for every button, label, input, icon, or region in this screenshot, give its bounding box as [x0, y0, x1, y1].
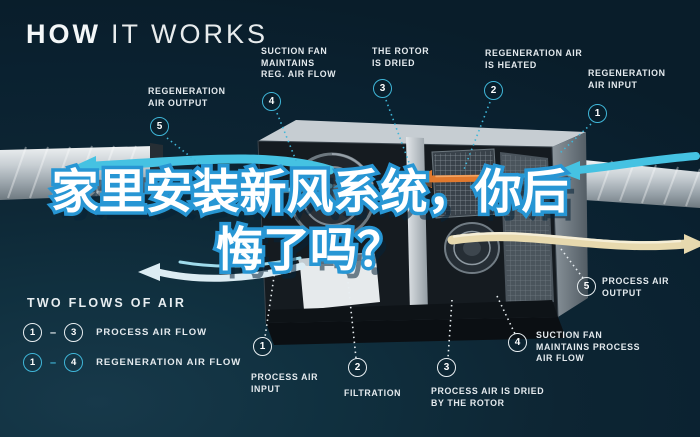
headline-overlay: 家里安装新风系统，你后 家里安装新风系统，你后 悔了吗？ 悔了吗？: [40, 164, 580, 279]
badge-2-top: 2: [484, 81, 503, 100]
legend-separator: –: [50, 326, 57, 339]
callout-regeneration-air-output: REGENERATION AIR OUTPUT: [148, 86, 226, 108]
badge-4-bottom: 4: [508, 333, 527, 352]
legend-separator: –: [50, 356, 57, 369]
headline-line-1-fill: 家里安装新风系统，你后: [51, 165, 569, 220]
title-word-bold: HOW: [26, 19, 101, 49]
callout-regeneration-air-input: REGENERATION AIR INPUT: [588, 68, 666, 90]
page-title: HOW IT WORKS: [26, 19, 268, 50]
legend-row-regeneration: 1 – 4 REGENERATION AIR FLOW: [23, 353, 241, 372]
legend-badge-3-white: 3: [64, 323, 84, 342]
badge-2-bottom: 2: [348, 358, 367, 377]
legend-badge-1-white: 1: [23, 323, 42, 342]
title-word-light: IT WORKS: [110, 19, 268, 49]
connector-lines: [166, 99, 592, 359]
headline-line-2: 悔了吗？ 悔了吗？: [40, 222, 580, 279]
badge-3-top: 3: [373, 79, 392, 98]
headline-line-2-fill: 悔了吗？: [216, 223, 404, 278]
legend-badge-4-cyan: 4: [64, 353, 84, 372]
legend-badge-1-cyan: 1: [23, 353, 42, 372]
badge-5-bottom: 5: [577, 277, 596, 296]
callout-process-air-dried: PROCESS AIR IS DRIED BY THE ROTOR: [431, 386, 545, 408]
callout-filtration: FILTRATION: [344, 388, 402, 398]
left-duct-icon: [0, 143, 163, 200]
badge-1-bottom: 1: [253, 337, 272, 356]
legend-label-process: PROCESS AIR FLOW: [96, 327, 208, 338]
badge-1-top: 1: [588, 104, 607, 123]
headline-line-1: 家里安装新风系统，你后 家里安装新风系统，你后: [40, 164, 580, 224]
legend-title: TWO FLOWS OF AIR: [27, 296, 187, 310]
headline-line-1-outline: 家里安装新风系统，你后: [48, 164, 572, 221]
badge-3-bottom: 3: [437, 358, 456, 377]
callout-process-air-output: PROCESS AIR OUTPUT: [602, 276, 670, 298]
callout-regeneration-air-heated: REGENERATION AIR IS HEATED: [485, 48, 583, 70]
airflow-arrows: [72, 152, 700, 282]
callout-suction-fan-reg: SUCTION FAN MAINTAINS REG. AIR FLOW: [261, 46, 337, 80]
headline-line-2-outline: 悔了吗？: [213, 222, 408, 279]
callout-rotor-is-dried: THE ROTOR IS DRIED: [372, 46, 430, 68]
legend-label-regeneration: REGENERATION AIR FLOW: [96, 357, 242, 368]
callout-suction-fan-process: SUCTION FAN MAINTAINS PROCESS AIR FLOW: [536, 330, 641, 364]
badge-5-top: 5: [150, 117, 169, 136]
callout-process-air-input: PROCESS AIR INPUT: [251, 372, 319, 394]
badge-4-top: 4: [262, 92, 281, 111]
legend-row-process: 1 – 3 PROCESS AIR FLOW: [23, 323, 207, 342]
